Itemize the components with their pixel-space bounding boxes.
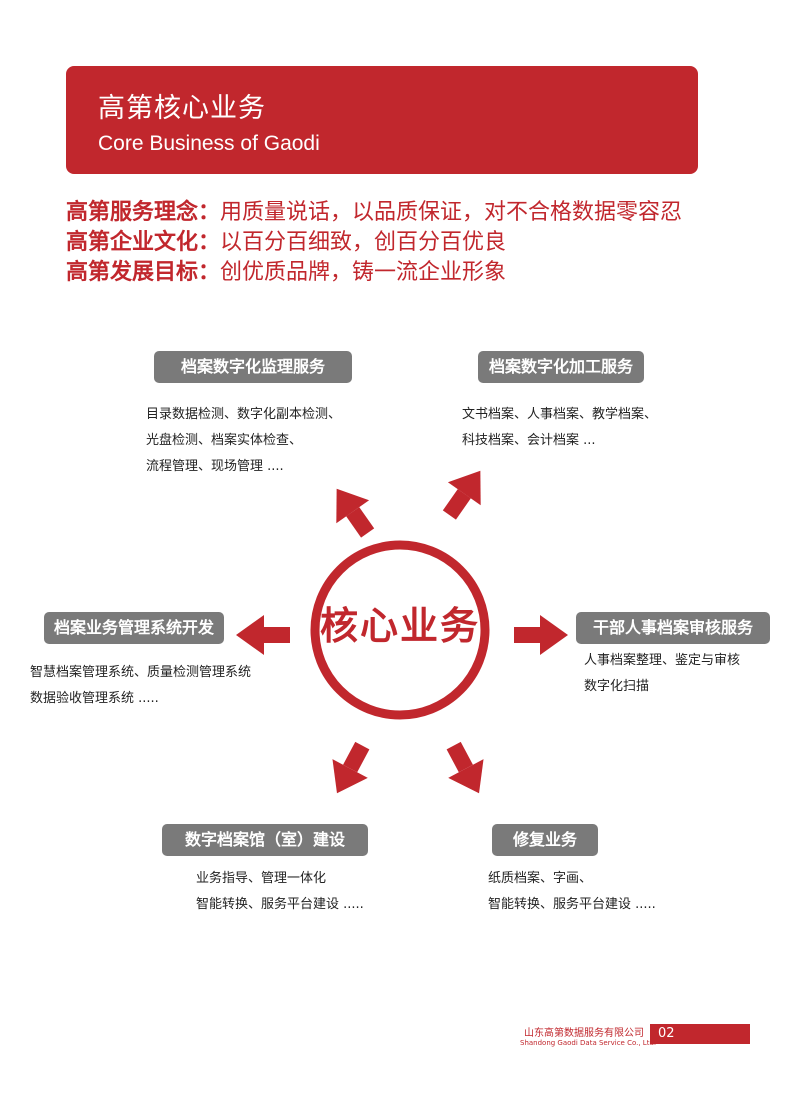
service-label-digitization-supervision: 档案数字化监理服务 (154, 351, 352, 383)
desc-line: 人事档案整理、鉴定与审核 (584, 653, 741, 668)
desc-line: 数字化扫描 (584, 679, 650, 694)
philosophy-block: 高第服务理念：用质量说话，以品质保证，对不合格数据零容忍 高第企业文化：以百分百… (66, 198, 766, 288)
desc-line: 智能转换、服务平台建设 ..... (196, 897, 364, 912)
arrow-right-icon (514, 615, 568, 655)
arrow-up-right-icon (442, 470, 481, 520)
service-philosophy: 高第服务理念：用质量说话，以品质保证，对不合格数据零容忍 (66, 198, 766, 228)
header-banner: 高第核心业务 Core Business of Gaodi (66, 66, 698, 174)
culture-text: 以百分百细致，创百分百优良 (220, 230, 507, 255)
page-number: 02 (658, 1026, 675, 1041)
service-desc-digitization-processing: 文书档案、人事档案、教学档案、 科技档案、会计档案 ... (462, 402, 657, 454)
core-ring (310, 540, 490, 720)
desc-line: 文书档案、人事档案、教学档案、 (462, 407, 658, 422)
page-subtitle: Core Business of Gaodi (98, 132, 320, 155)
desc-line: 智能转换、服务平台建设 ..... (488, 897, 656, 912)
culture-label: 高第企业文化： (66, 230, 221, 255)
service-desc-restoration: 纸质档案、字画、 智能转换、服务平台建设 ..... (488, 866, 656, 918)
company-name-cn: 山东高第数据服务有限公司 (524, 1028, 644, 1039)
service-label-system-development: 档案业务管理系统开发 (44, 612, 224, 644)
service-desc-digitization-supervision: 目录数据检测、数字化副本检测、 光盘检测、档案实体检查、 流程管理、现场管理 .… (146, 402, 341, 480)
desc-line: 数据验收管理系统 ..... (30, 691, 159, 706)
service-label-personnel-file-review: 干部人事档案审核服务 (576, 612, 770, 644)
desc-line: 光盘检测、档案实体检查、 (146, 433, 303, 448)
desc-line: 业务指导、管理一体化 (196, 871, 327, 886)
goal-label: 高第发展目标： (66, 260, 221, 285)
core-business-diagram: 核心业务 档案数字化监理服务 目录数据检测、数字化副本检测、 光盘检测、档案实体… (0, 300, 800, 950)
company-name-en: Shandong Gaodi Data Service Co., Ltd. (520, 1039, 657, 1047)
development-goal: 高第发展目标：创优质品牌，铸一流企业形象 (66, 258, 766, 288)
arrow-left-icon (236, 615, 290, 655)
footer-page-bar: 02 (650, 1024, 750, 1044)
desc-line: 智慧档案管理系统、质量检测管理系统 (30, 665, 252, 680)
arrow-up-left-icon (336, 488, 375, 538)
service-label-digital-archive-construction: 数字档案馆（室）建设 (162, 824, 368, 856)
page-title: 高第核心业务 (98, 93, 266, 124)
service-desc-digital-archive-construction: 业务指导、管理一体化 智能转换、服务平台建设 ..... (196, 866, 364, 918)
diagram-graphics (236, 470, 568, 794)
service-label-digitization-processing: 档案数字化加工服务 (478, 351, 644, 383)
core-business-label: 核心业务 (319, 604, 480, 648)
footer-company: 山东高第数据服务有限公司 Shandong Gaodi Data Service… (520, 1024, 657, 1047)
desc-line: 目录数据检测、数字化副本检测、 (146, 407, 342, 422)
arrow-down-left-icon (332, 741, 370, 794)
service-desc-system-development: 智慧档案管理系统、质量检测管理系统 数据验收管理系统 ..... (30, 660, 251, 712)
desc-line: 流程管理、现场管理 .... (146, 459, 284, 474)
goal-text: 创优质品牌，铸一流企业形象 (220, 260, 507, 285)
service-label-restoration: 修复业务 (492, 824, 598, 856)
corporate-culture: 高第企业文化：以百分百细致，创百分百优良 (66, 228, 766, 258)
service-desc-personnel-file-review: 人事档案整理、鉴定与审核 数字化扫描 (584, 648, 740, 700)
desc-line: 科技档案、会计档案 ... (462, 433, 596, 448)
desc-line: 纸质档案、字画、 (488, 871, 593, 886)
arrow-down-right-icon (446, 741, 484, 794)
philosophy-label: 高第服务理念： (66, 200, 221, 225)
philosophy-text: 用质量说话，以品质保证，对不合格数据零容忍 (220, 200, 683, 225)
